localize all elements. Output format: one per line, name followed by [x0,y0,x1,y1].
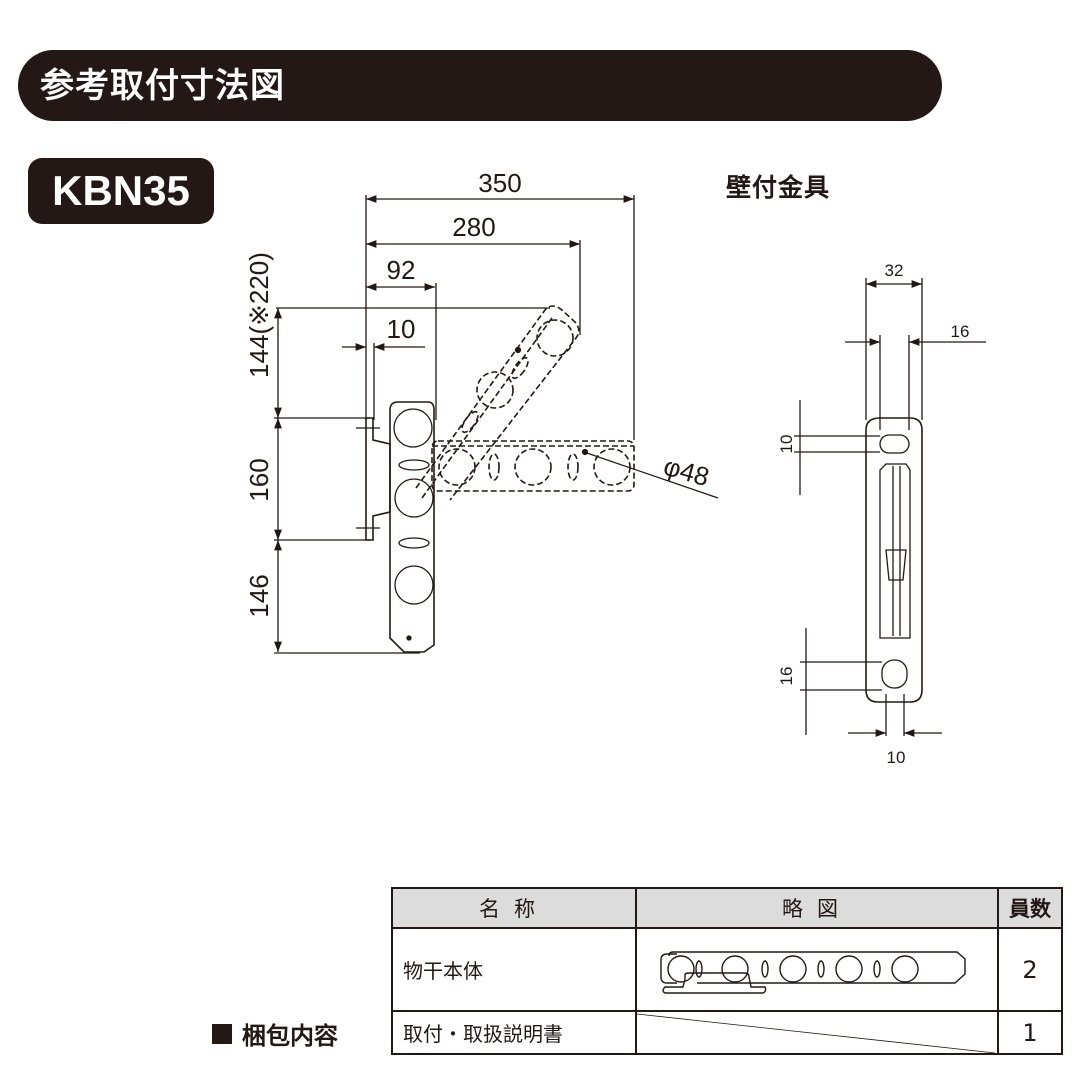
item-qty: 2 [997,927,1063,1012]
item-figure [635,927,999,1012]
square-bullet-icon [212,1023,232,1044]
package-contents-label: 梱包内容 [212,1016,338,1051]
dim-32: 32 [885,261,904,280]
model-badge [28,158,214,224]
page-title: 参考取付寸法図 [40,66,285,106]
package-contents-table: 名称 略図 員数 物干本体 [391,887,1063,1055]
wall-bracket-drawing [794,278,986,737]
model-name: KBN35 [52,167,190,214]
dim-280: 280 [452,212,495,242]
dim-10: 10 [387,314,416,344]
dim-10-bottom: 10 [887,748,906,767]
bracket-title: 壁付金具 [726,173,831,202]
dryer-arm-sketch-icon [660,951,966,994]
header-qty: 員数 [997,887,1063,929]
table-row: 取付・取扱説明書 1 [391,1010,1063,1055]
header-name: 名称 [391,887,637,929]
dim-16-slot: 16 [777,667,796,686]
dim-16-top: 16 [951,322,970,341]
item-name: 物干本体 [391,927,637,1012]
dim-350: 350 [478,168,521,198]
header-bar [18,50,942,121]
dim-phi48: φ48 [660,451,712,492]
dim-146: 146 [244,574,274,617]
item-figure-empty [635,1010,999,1055]
dim-160: 160 [244,458,274,501]
item-name: 取付・取扱説明書 [391,1010,637,1055]
item-qty: 1 [997,1010,1063,1055]
dim-92: 92 [387,255,416,285]
diagonal-strike-line [637,1013,996,1054]
header-figure: 略図 [635,887,999,929]
dim-10-slot: 10 [777,435,796,454]
table-row: 物干本体 2 [391,927,1063,1012]
dim-144: 144(※220) [244,252,274,378]
main-dimension-drawing: 350 280 92 10 144(※220) 160 146 φ48 32 1… [244,168,986,767]
